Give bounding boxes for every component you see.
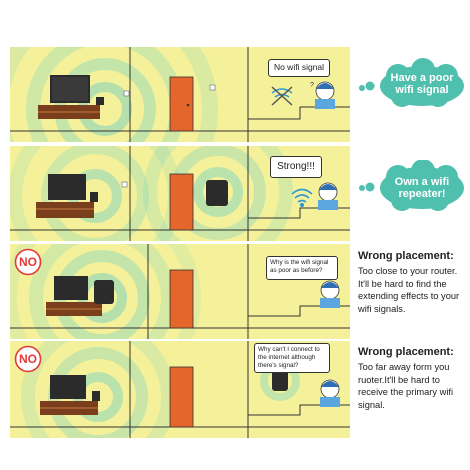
- room-illustration: ?: [10, 47, 350, 142]
- repeater-icon: [206, 180, 228, 206]
- callout-cloud: Own a wifi repeater!: [358, 159, 466, 214]
- scene-poor-signal: ? No wifi signal: [10, 47, 350, 142]
- callout-cloud: Have a poor wifi signal: [358, 58, 466, 110]
- note-body: Too far away form you ruoter.It'll be ha…: [358, 362, 454, 410]
- cloud-text: Own a wifi repeater!: [394, 176, 450, 200]
- cloud-shape: [359, 58, 464, 107]
- no-badge: NO: [14, 248, 42, 276]
- tv-cabinet: [36, 202, 94, 218]
- router-icon: [96, 97, 104, 105]
- cloud-text: Have a poor wifi signal: [390, 72, 454, 96]
- no-badge: NO: [14, 345, 42, 373]
- repeater-icon: [272, 369, 288, 391]
- speech-bubble: Why is the wifi signal as poor as before…: [266, 256, 338, 280]
- person-icon: [318, 182, 338, 210]
- note-too-close: Wrong placement: Too close to your route…: [358, 250, 468, 315]
- door-icon: [169, 366, 194, 428]
- person-icon: ?: [310, 81, 335, 109]
- note-too-far: Wrong placement: Too far away form you r…: [358, 346, 468, 411]
- room-illustration: [10, 244, 350, 339]
- repeater-icon: [94, 280, 114, 304]
- door-icon: [169, 76, 194, 132]
- speech-bubble: Why can't I connect to the internet alth…: [254, 343, 330, 373]
- cloud-shape: [359, 159, 464, 211]
- door-icon: [169, 269, 194, 329]
- svg-text:?: ?: [310, 82, 314, 89]
- note-title: Wrong placement:: [358, 346, 454, 358]
- wifi-icon: [291, 188, 313, 208]
- speech-bubble: No wifi signal: [268, 59, 330, 77]
- scene-repeater: Strong!!!: [10, 146, 350, 241]
- tv-icon: [50, 375, 86, 399]
- speech-bubble: Strong!!!: [270, 156, 322, 178]
- scene-too-close: NO Why is the wifi signal as poor as bef…: [10, 244, 350, 339]
- person-icon: [320, 280, 340, 308]
- note-body: Too close to your router. It'll be hard …: [358, 266, 460, 314]
- tv-icon: [48, 174, 86, 200]
- door-icon: [169, 173, 194, 231]
- person-icon: [320, 379, 340, 407]
- no-wifi-icon: [271, 86, 293, 106]
- note-title: Wrong placement:: [358, 250, 454, 262]
- scene-too-far: NO Why can't I connect to the internet a…: [10, 341, 350, 438]
- router-icon: [92, 391, 100, 401]
- tv-icon: [54, 276, 88, 300]
- room-illustration: [10, 146, 350, 241]
- router-icon: [90, 192, 98, 202]
